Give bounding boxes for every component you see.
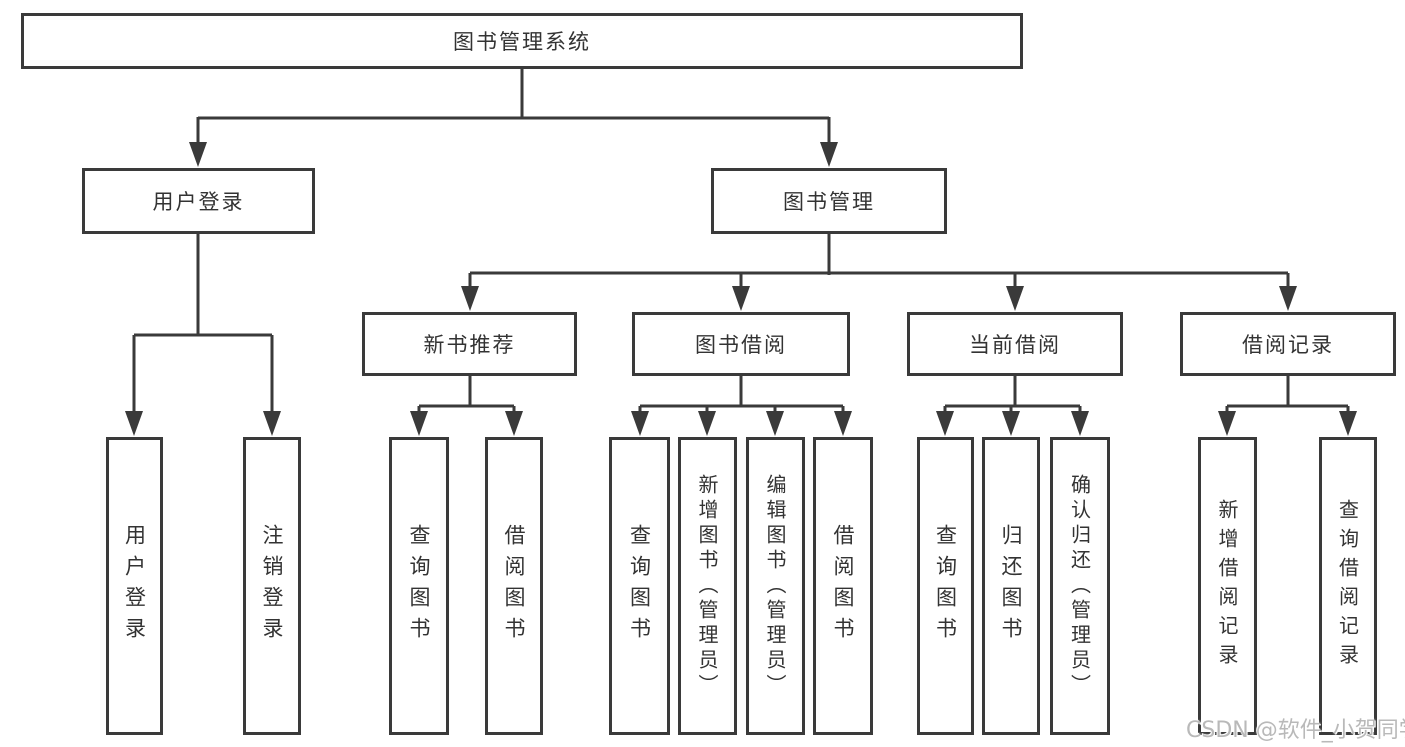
csdn-watermark: CSDN @软件_小贺同学: [1186, 718, 1405, 743]
node-book-management-label: 图书管理: [783, 190, 875, 214]
leaf-current-confirm-return-admin-label: 确认归还（管理员）: [1067, 473, 1092, 699]
node-new-book-recommend: 新书推荐: [362, 312, 577, 376]
node-user-login-label: 用户登录: [152, 190, 245, 214]
node-book-borrow-label: 图书借阅: [695, 333, 787, 357]
arrowheads: [125, 142, 1357, 436]
node-current-borrow-label: 当前借阅: [969, 333, 1061, 357]
leaf-current-return-books: 归还图书: [982, 437, 1040, 735]
node-book-borrow: 图书借阅: [632, 312, 850, 376]
node-book-management: 图书管理: [711, 168, 947, 234]
leaf-logout-label: 注销登录: [260, 524, 284, 648]
leaf-user-login: 用户登录: [106, 437, 163, 735]
leaf-records-query-record: 查询借阅记录: [1319, 437, 1377, 735]
leaf-user-login-label: 用户登录: [122, 524, 147, 648]
leaf-newbook-query-books: 查询图书: [389, 437, 449, 735]
leaf-borrow-query-books-label: 查询图书: [627, 524, 652, 648]
leaf-newbook-query-books-label: 查询图书: [407, 524, 431, 648]
leaf-borrow-borrow-books: 借阅图书: [813, 437, 873, 735]
leaf-current-query-books-label: 查询图书: [933, 524, 958, 648]
node-library-system: 图书管理系统: [21, 13, 1023, 69]
leaf-newbook-borrow-books: 借阅图书: [485, 437, 543, 735]
leaf-current-confirm-return-admin: 确认归还（管理员）: [1050, 437, 1110, 735]
node-new-book-recommend-label: 新书推荐: [423, 333, 516, 357]
leaf-borrow-edit-books-admin: 编辑图书（管理员）: [746, 437, 805, 735]
node-user-login: 用户登录: [82, 168, 315, 234]
leaf-borrow-edit-books-admin-label: 编辑图书（管理员）: [763, 473, 787, 699]
leaf-records-add-record: 新增借阅记录: [1198, 437, 1257, 735]
leaf-borrow-borrow-books-label: 借阅图书: [831, 524, 855, 648]
leaf-logout: 注销登录: [243, 437, 301, 735]
node-borrow-records-label: 借阅记录: [1242, 333, 1334, 357]
node-current-borrow: 当前借阅: [907, 312, 1123, 376]
leaf-borrow-add-books-admin: 新增图书（管理员）: [678, 437, 737, 735]
node-library-system-label: 图书管理系统: [453, 30, 591, 54]
leaf-borrow-query-books: 查询图书: [609, 437, 670, 735]
leaf-records-add-record-label: 新增借阅记录: [1215, 499, 1239, 673]
node-borrow-records: 借阅记录: [1180, 312, 1396, 376]
leaf-records-query-record-label: 查询借阅记录: [1335, 499, 1360, 673]
leaf-newbook-borrow-books-label: 借阅图书: [502, 524, 526, 648]
leaf-borrow-add-books-admin-label: 新增图书（管理员）: [695, 473, 719, 699]
leaf-current-return-books-label: 归还图书: [999, 524, 1023, 648]
leaf-current-query-books: 查询图书: [917, 437, 974, 735]
